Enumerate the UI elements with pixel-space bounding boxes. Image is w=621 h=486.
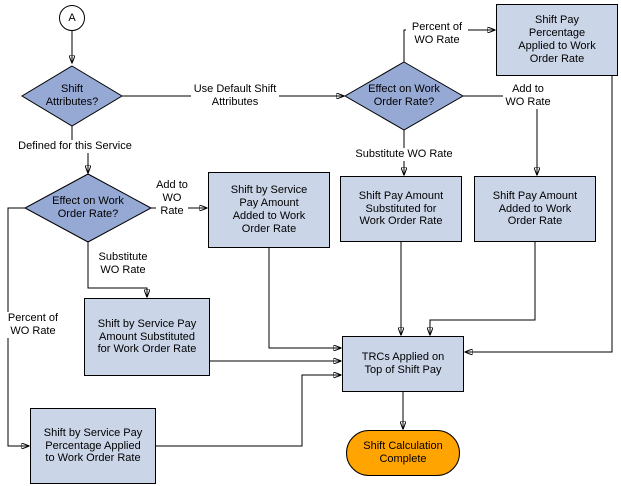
edge-label-use-default: Use Default Shift Attributes	[191, 83, 279, 110]
connector-a-label: A	[68, 12, 76, 24]
edge-service-percentage-to-trcs	[156, 375, 341, 447]
edge-added-to-trcs	[430, 242, 536, 335]
process-shift-amount-added: Shift Pay Amount Added to Work Order Rat…	[474, 176, 596, 242]
edge-label-percent-of-wo-rate-default: Percent of WO Rate	[406, 21, 468, 48]
terminator-shift-calculation-complete: Shift Calculation Complete	[346, 430, 460, 476]
decision-shift-attributes: Shift Attributes?	[45, 83, 99, 108]
decision-effect-wo-rate-service-shape	[23, 173, 153, 243]
edge-substitute-service	[87, 242, 147, 297]
process-shift-amount-substituted: Shift Pay Amount Substituted for Work Or…	[340, 176, 462, 242]
edge-label-add-to-wo-rate-service: Add to WO Rate	[156, 179, 188, 219]
decision-effect-wo-rate-default-shape	[343, 61, 465, 131]
edge-percentage-to-trcs	[465, 76, 613, 352]
process-service-amount-added: Shift by Service Pay Amount Added to Wor…	[208, 172, 330, 248]
edge-label-percent-of-wo-rate-service: Percent of WO Rate	[2, 312, 64, 339]
process-service-amount-substituted: Shift by Service Pay Amount Substituted …	[84, 298, 210, 376]
connector-a: A	[59, 5, 85, 31]
process-service-percentage: Shift by Service Pay Percentage Applied …	[30, 408, 156, 484]
decision-effect-wo-rate-default: Effect on Work Order Rate?	[368, 83, 440, 108]
edge-label-add-to-wo-rate-default: Add to WO Rate	[503, 83, 553, 110]
edge-label-substitute-wo-rate-service: Substitute WO Rate	[92, 251, 154, 278]
edge-service-added-to-trcs	[268, 248, 341, 348]
edge-label-defined-for-service: Defined for this Service	[14, 140, 136, 154]
process-trcs-applied: TRCs Applied on Top of Shift Pay	[342, 336, 464, 392]
decision-effect-wo-rate-service: Effect on Work Order Rate?	[52, 195, 124, 220]
decision-shift-attributes-shape	[21, 65, 123, 127]
process-shift-pay-percentage: Shift Pay Percentage Applied to Work Ord…	[496, 4, 618, 76]
edge-label-substitute-wo-rate-default: Substitute WO Rate	[352, 148, 456, 162]
